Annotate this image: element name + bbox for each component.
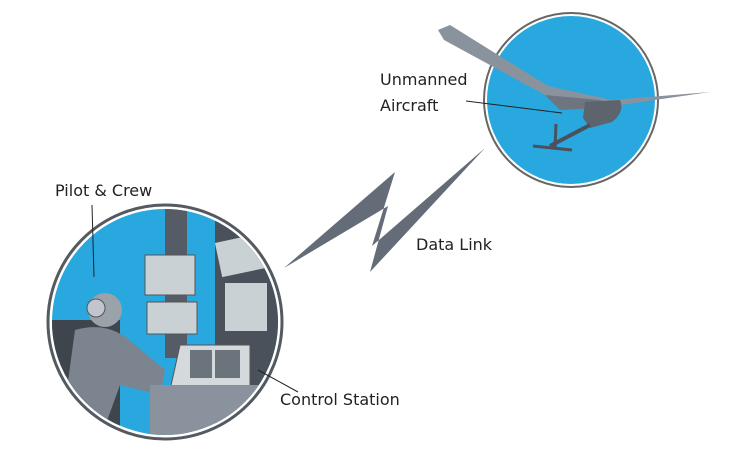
unmanned-aircraft-icon [438, 25, 710, 152]
control-station-circle [46, 203, 284, 441]
aircraft-pointer-line [465, 100, 563, 114]
control-station-pointer-line [257, 369, 299, 393]
control-station-label: Control Station [280, 390, 400, 409]
data-link-bolt-icon [284, 148, 485, 272]
pilot-crew-label: Pilot & Crew [55, 181, 153, 200]
aircraft-label-line2: Aircraft [380, 96, 439, 115]
aircraft-label-line1: Unmanned [380, 70, 468, 89]
pilot-pointer-line [91, 204, 95, 278]
data-link-label: Data Link [416, 235, 493, 254]
aircraft-circle [438, 12, 710, 188]
